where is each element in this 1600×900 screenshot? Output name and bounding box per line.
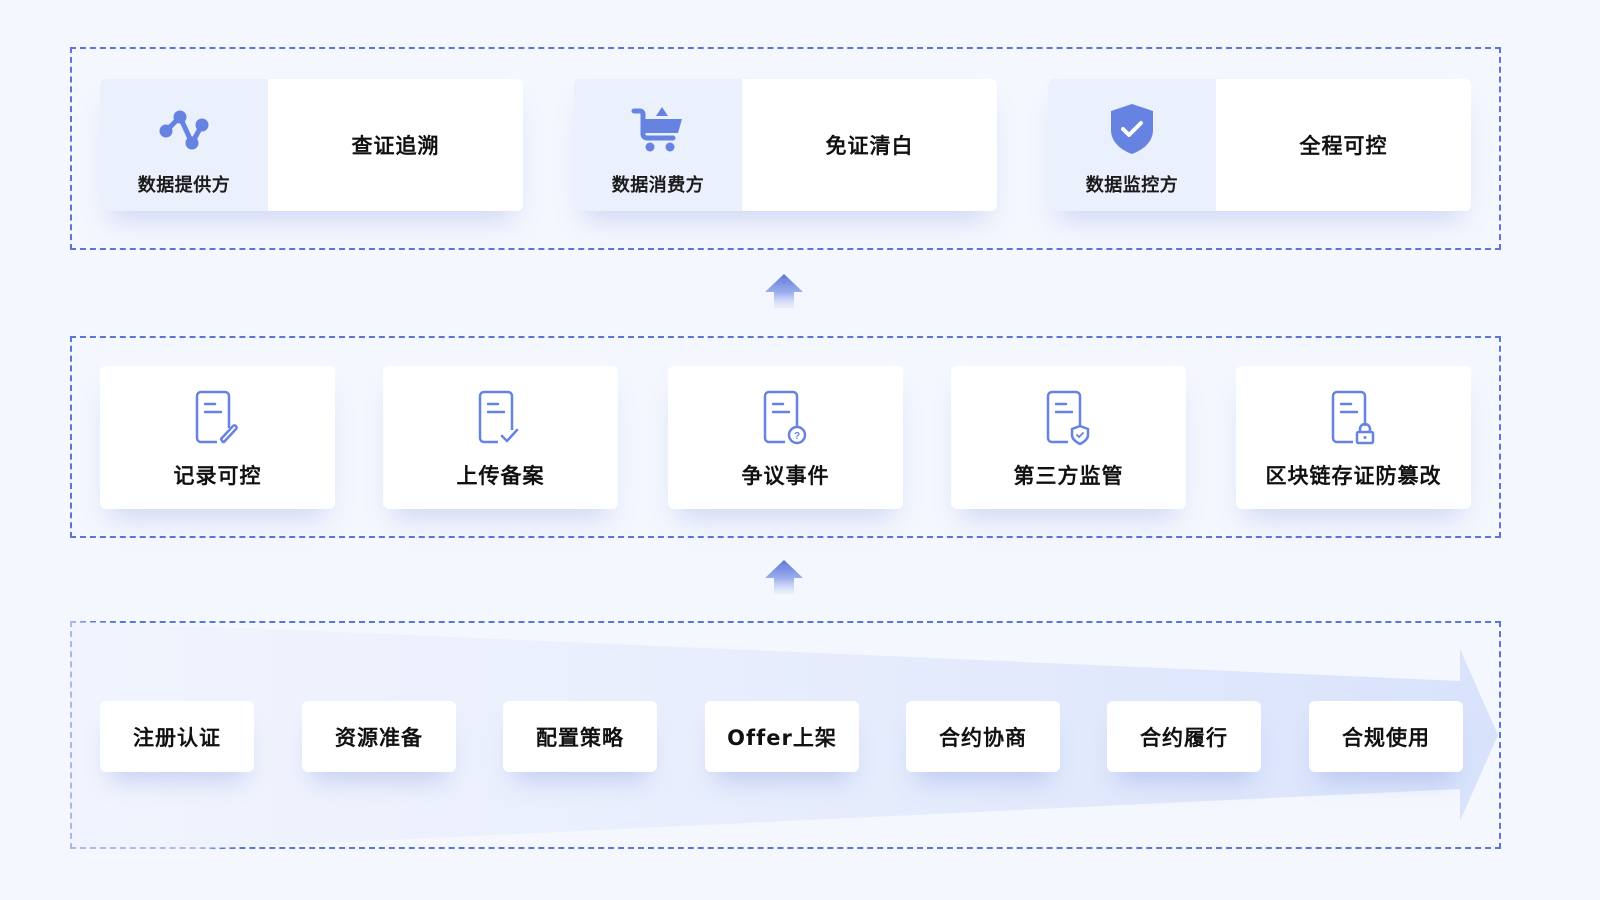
role-label: 数据提供方: [137, 175, 231, 196]
step-card: 合约协商: [906, 701, 1060, 772]
shopping-cart-icon: [630, 103, 686, 155]
feature-card: 区块链存证防篡改: [1236, 366, 1471, 509]
document-edit-icon: [193, 388, 243, 446]
step-card: 合约履行: [1107, 701, 1261, 772]
party-card-provider: 数据提供方 查证追溯: [100, 79, 523, 211]
step-card: 配置策略: [503, 701, 657, 772]
up-arrow-icon: [763, 274, 805, 308]
party-role-panel: 数据消费方: [574, 79, 742, 211]
up-arrow-icon: [763, 560, 805, 594]
feature-label: 区块链存证防篡改: [1265, 464, 1442, 488]
party-value: 全程可控: [1299, 134, 1388, 158]
feature-label: 记录可控: [173, 464, 262, 488]
document-shield-icon: [1044, 388, 1094, 446]
party-value: 免证清白: [825, 134, 914, 158]
feature-label: 第三方监管: [1013, 464, 1124, 488]
feature-card: 记录可控: [100, 366, 335, 509]
role-label: 数据监控方: [1085, 175, 1179, 196]
feature-label: 上传备案: [456, 464, 545, 488]
features-layer: 记录可控 上传备案 ? 争议事件: [70, 336, 1501, 538]
party-value: 查证追溯: [351, 134, 440, 158]
participants-layer: 数据提供方 查证追溯 数据消费方 免证清白: [70, 47, 1501, 250]
process-flow-layer: 注册认证 资源准备 配置策略 Offer上架 合约协商 合约履行 合规使用: [70, 621, 1501, 849]
feature-label: 争议事件: [741, 464, 830, 488]
step-card: 合规使用: [1309, 701, 1463, 772]
party-card-monitor: 数据监控方 全程可控: [1048, 79, 1471, 211]
step-card: Offer上架: [705, 701, 859, 772]
step-card: 注册认证: [100, 701, 254, 772]
svg-text:?: ?: [793, 431, 799, 442]
feature-card: 上传备案: [383, 366, 618, 509]
party-role-panel: 数据监控方: [1048, 79, 1216, 211]
document-lock-icon: [1329, 388, 1379, 446]
party-role-panel: 数据提供方: [100, 79, 268, 211]
step-card: 资源准备: [302, 701, 456, 772]
network-nodes-icon: [156, 103, 212, 155]
shield-check-icon: [1104, 103, 1160, 155]
document-check-icon: [476, 388, 526, 446]
document-question-icon: ?: [761, 388, 811, 446]
party-card-consumer: 数据消费方 免证清白: [574, 79, 997, 211]
role-label: 数据消费方: [611, 175, 705, 196]
feature-card: 第三方监管: [951, 366, 1186, 509]
feature-card: ? 争议事件: [668, 366, 903, 509]
